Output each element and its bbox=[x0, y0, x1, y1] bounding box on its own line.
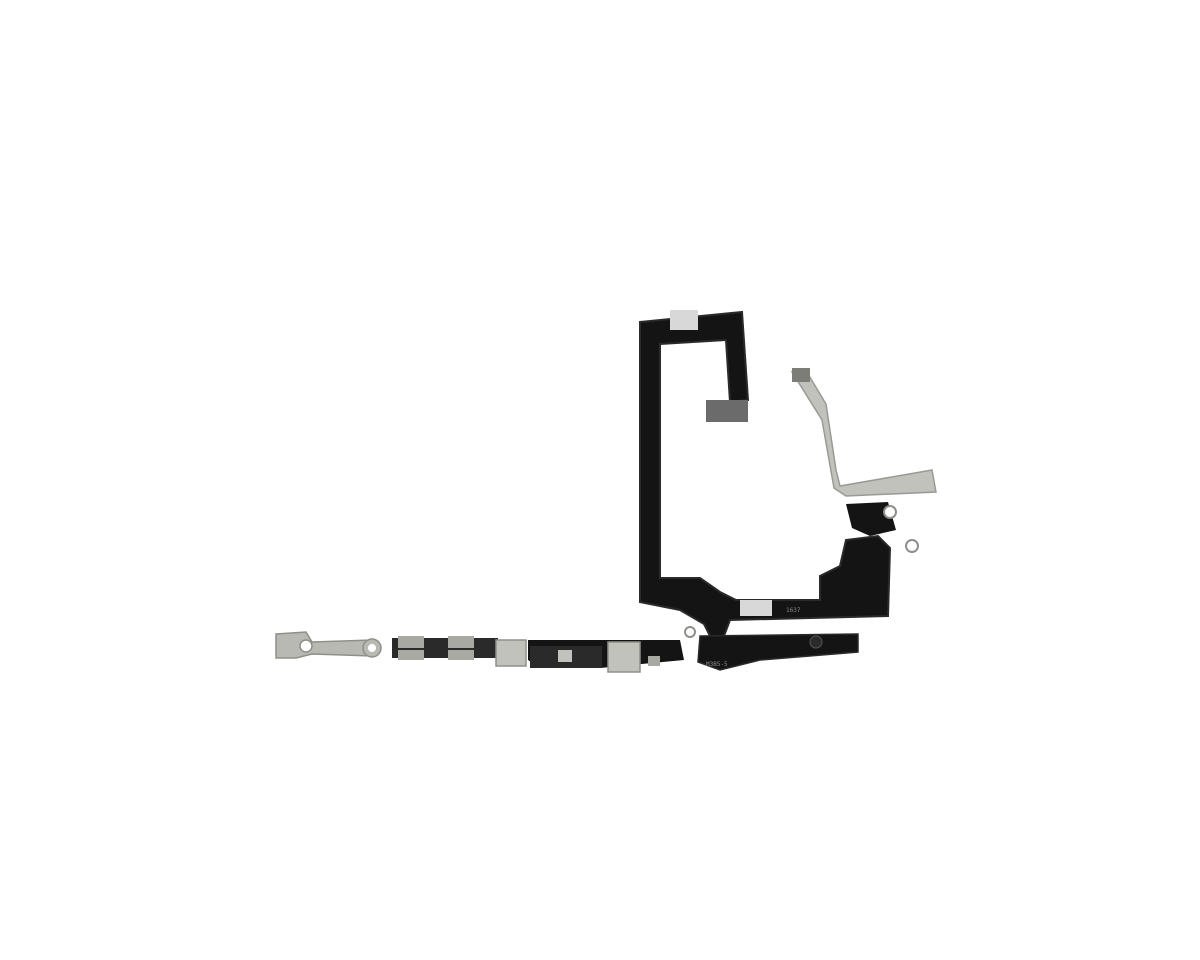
bracket-hole-left bbox=[299, 639, 313, 653]
bottom-barcode-label bbox=[740, 600, 772, 616]
metal-tab-center bbox=[495, 639, 527, 667]
top-connector-pad bbox=[706, 400, 748, 422]
volume-contact-2 bbox=[448, 636, 474, 648]
button-bracket-strip bbox=[275, 631, 684, 673]
flex-cable-main: 1637 bbox=[639, 310, 892, 642]
flex-cable-lower: M3B5-5 bbox=[684, 626, 859, 671]
flex-code-2: M3B5-5 bbox=[706, 661, 728, 668]
bracket-screw-hole-1 bbox=[883, 505, 897, 519]
metal-tab-right bbox=[607, 641, 641, 673]
mute-switch bbox=[558, 650, 572, 662]
flex-code-1: 1637 bbox=[786, 607, 801, 614]
bracket-screw-hole-2 bbox=[905, 539, 919, 553]
volume-contact-1 bbox=[398, 636, 424, 648]
antenna-bracket bbox=[790, 368, 937, 553]
lower-screw-hole bbox=[684, 626, 696, 638]
top-barcode-label bbox=[670, 310, 698, 330]
